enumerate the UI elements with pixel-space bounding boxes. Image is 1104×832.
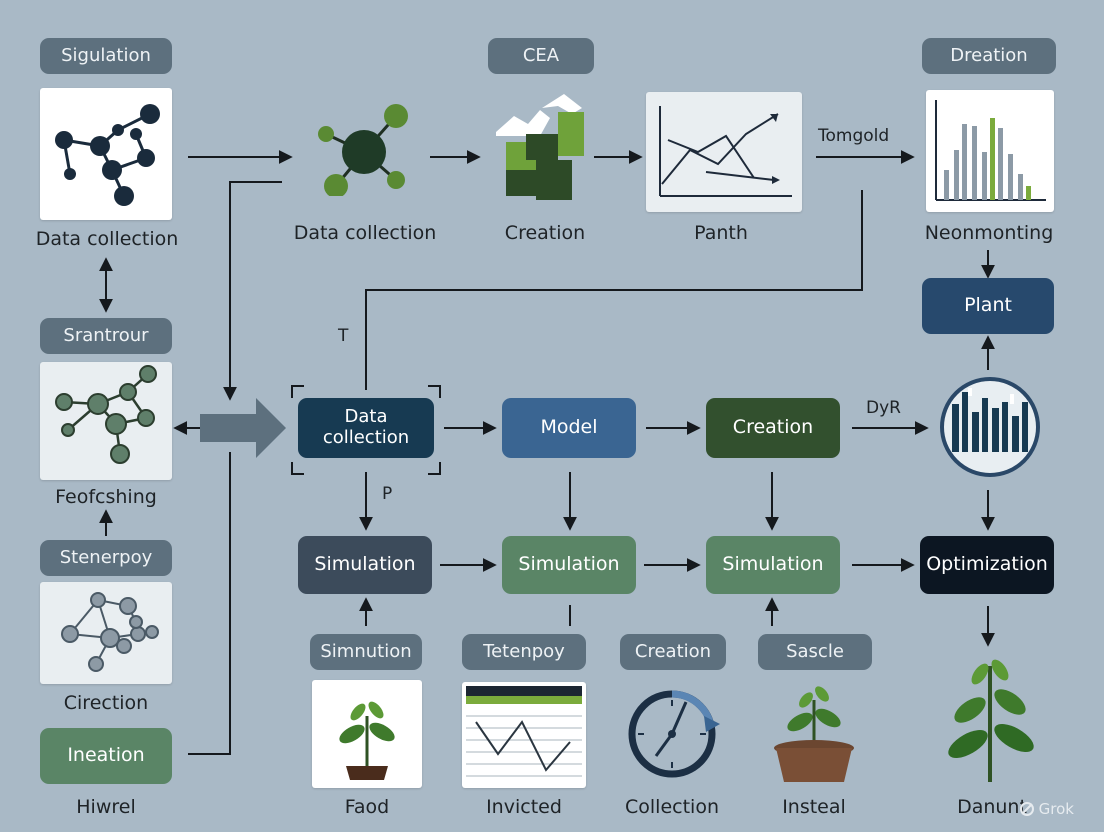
node-simulation-3[interactable]: Simulation xyxy=(706,536,840,594)
spreadsheet-card xyxy=(462,682,586,788)
line-chart-card xyxy=(646,92,802,212)
cluster-network-card xyxy=(40,582,172,684)
header-stenerpoy: Stenerpoy xyxy=(40,540,172,576)
label-cirection: Cirection xyxy=(63,692,149,714)
connector-ineation xyxy=(188,452,231,755)
node-simulation-1-text: Simulation xyxy=(314,553,416,576)
node-creation[interactable]: Creation xyxy=(706,398,840,458)
header-cea-text: CEA xyxy=(522,44,560,66)
header-tetenpoy-text: Tetenpoy xyxy=(483,640,565,662)
circular-bar-chart-icon xyxy=(938,372,1042,482)
grok-logo-icon xyxy=(1019,802,1034,816)
tall-sprout-icon xyxy=(938,650,1038,786)
header-stenerpoy-text: Stenerpoy xyxy=(59,546,153,568)
header-dreation: Dreation xyxy=(922,38,1056,74)
bar-chart-icon xyxy=(935,100,1046,201)
node-ineation[interactable]: Ineation xyxy=(40,728,172,784)
molecule-icon xyxy=(310,96,430,198)
graph-network-card xyxy=(40,362,172,480)
node-data-collection[interactable]: Data collection xyxy=(298,398,434,458)
cluster-network-icon xyxy=(61,592,159,672)
node-simulation-2[interactable]: Simulation xyxy=(502,536,636,594)
node-plant-text: Plant xyxy=(964,294,1012,317)
node-creation-text: Creation xyxy=(732,416,814,439)
seedling-icon xyxy=(339,701,395,780)
focus-bracket xyxy=(291,385,441,475)
blocks-icon xyxy=(488,88,598,206)
label-collection: Collection xyxy=(625,796,719,818)
connector-feedback-loop xyxy=(365,190,863,390)
watermark-text: Grok xyxy=(1038,800,1074,818)
header-sigulation-text: Sigulation xyxy=(61,44,151,66)
label-neonmonting: Neonmonting xyxy=(924,222,1054,244)
label-panth: Panth xyxy=(694,222,748,244)
label-insteal: Insteal xyxy=(782,796,846,818)
label-data-collection-top: Data collection xyxy=(293,222,437,244)
node-simulation-1[interactable]: Simulation xyxy=(298,536,432,594)
header-srantrour-text: Srantrour xyxy=(63,324,149,346)
header-sigulation: Sigulation xyxy=(40,38,172,74)
node-model[interactable]: Model xyxy=(502,398,636,458)
edge-label-t: T xyxy=(338,326,349,346)
node-simulation-3-text: Simulation xyxy=(722,553,824,576)
watermark: Grok xyxy=(1019,800,1074,818)
header-cea: CEA xyxy=(488,38,594,74)
connector-top-down xyxy=(223,181,282,401)
sprout-card xyxy=(312,680,422,788)
node-model-text: Model xyxy=(540,416,598,439)
spreadsheet-chart-icon xyxy=(466,686,582,777)
big-arrow xyxy=(200,398,286,458)
label-creation-top: Creation xyxy=(504,222,586,244)
label-data-collection-left: Data collection xyxy=(35,228,179,250)
edge-label-dyr: DyR xyxy=(866,398,901,418)
bar-chart-card xyxy=(926,90,1054,212)
potted-plant-icon xyxy=(766,680,862,788)
node-data-collection-text: Data collection xyxy=(322,406,410,448)
node-ineation-text: Ineation xyxy=(67,744,145,767)
header-sascle: Sascle xyxy=(758,634,872,670)
label-invicted: Invicted xyxy=(486,796,562,818)
label-danunt: Danunt xyxy=(957,796,1027,818)
molecule-network-card xyxy=(40,88,172,220)
header-srantrour: Srantrour xyxy=(40,318,172,354)
header-simnution-text: Simnution xyxy=(320,640,412,662)
label-faod: Faod xyxy=(344,796,390,818)
graph-network-icon xyxy=(55,365,157,464)
header-creation: Creation xyxy=(620,634,726,670)
node-plant[interactable]: Plant xyxy=(922,278,1054,334)
header-simnution: Simnution xyxy=(310,634,422,670)
line-chart-icon xyxy=(659,106,792,197)
header-tetenpoy: Tetenpoy xyxy=(462,634,586,670)
header-creation-text: Creation xyxy=(634,640,712,662)
label-feofcshing: Feofcshing xyxy=(55,486,157,508)
node-optimization-text: Optimization xyxy=(926,553,1048,576)
header-dreation-text: Dreation xyxy=(950,44,1028,66)
node-optimization[interactable]: Optimization xyxy=(920,536,1054,594)
network-icon xyxy=(55,104,160,206)
label-hiwrel: Hiwrel xyxy=(76,796,136,818)
edge-label-tomgold: Tomgold xyxy=(818,126,890,146)
gauge-icon xyxy=(626,684,726,784)
edge-label-p: P xyxy=(382,484,393,504)
header-sascle-text: Sascle xyxy=(786,640,844,662)
node-simulation-2-text: Simulation xyxy=(518,553,620,576)
